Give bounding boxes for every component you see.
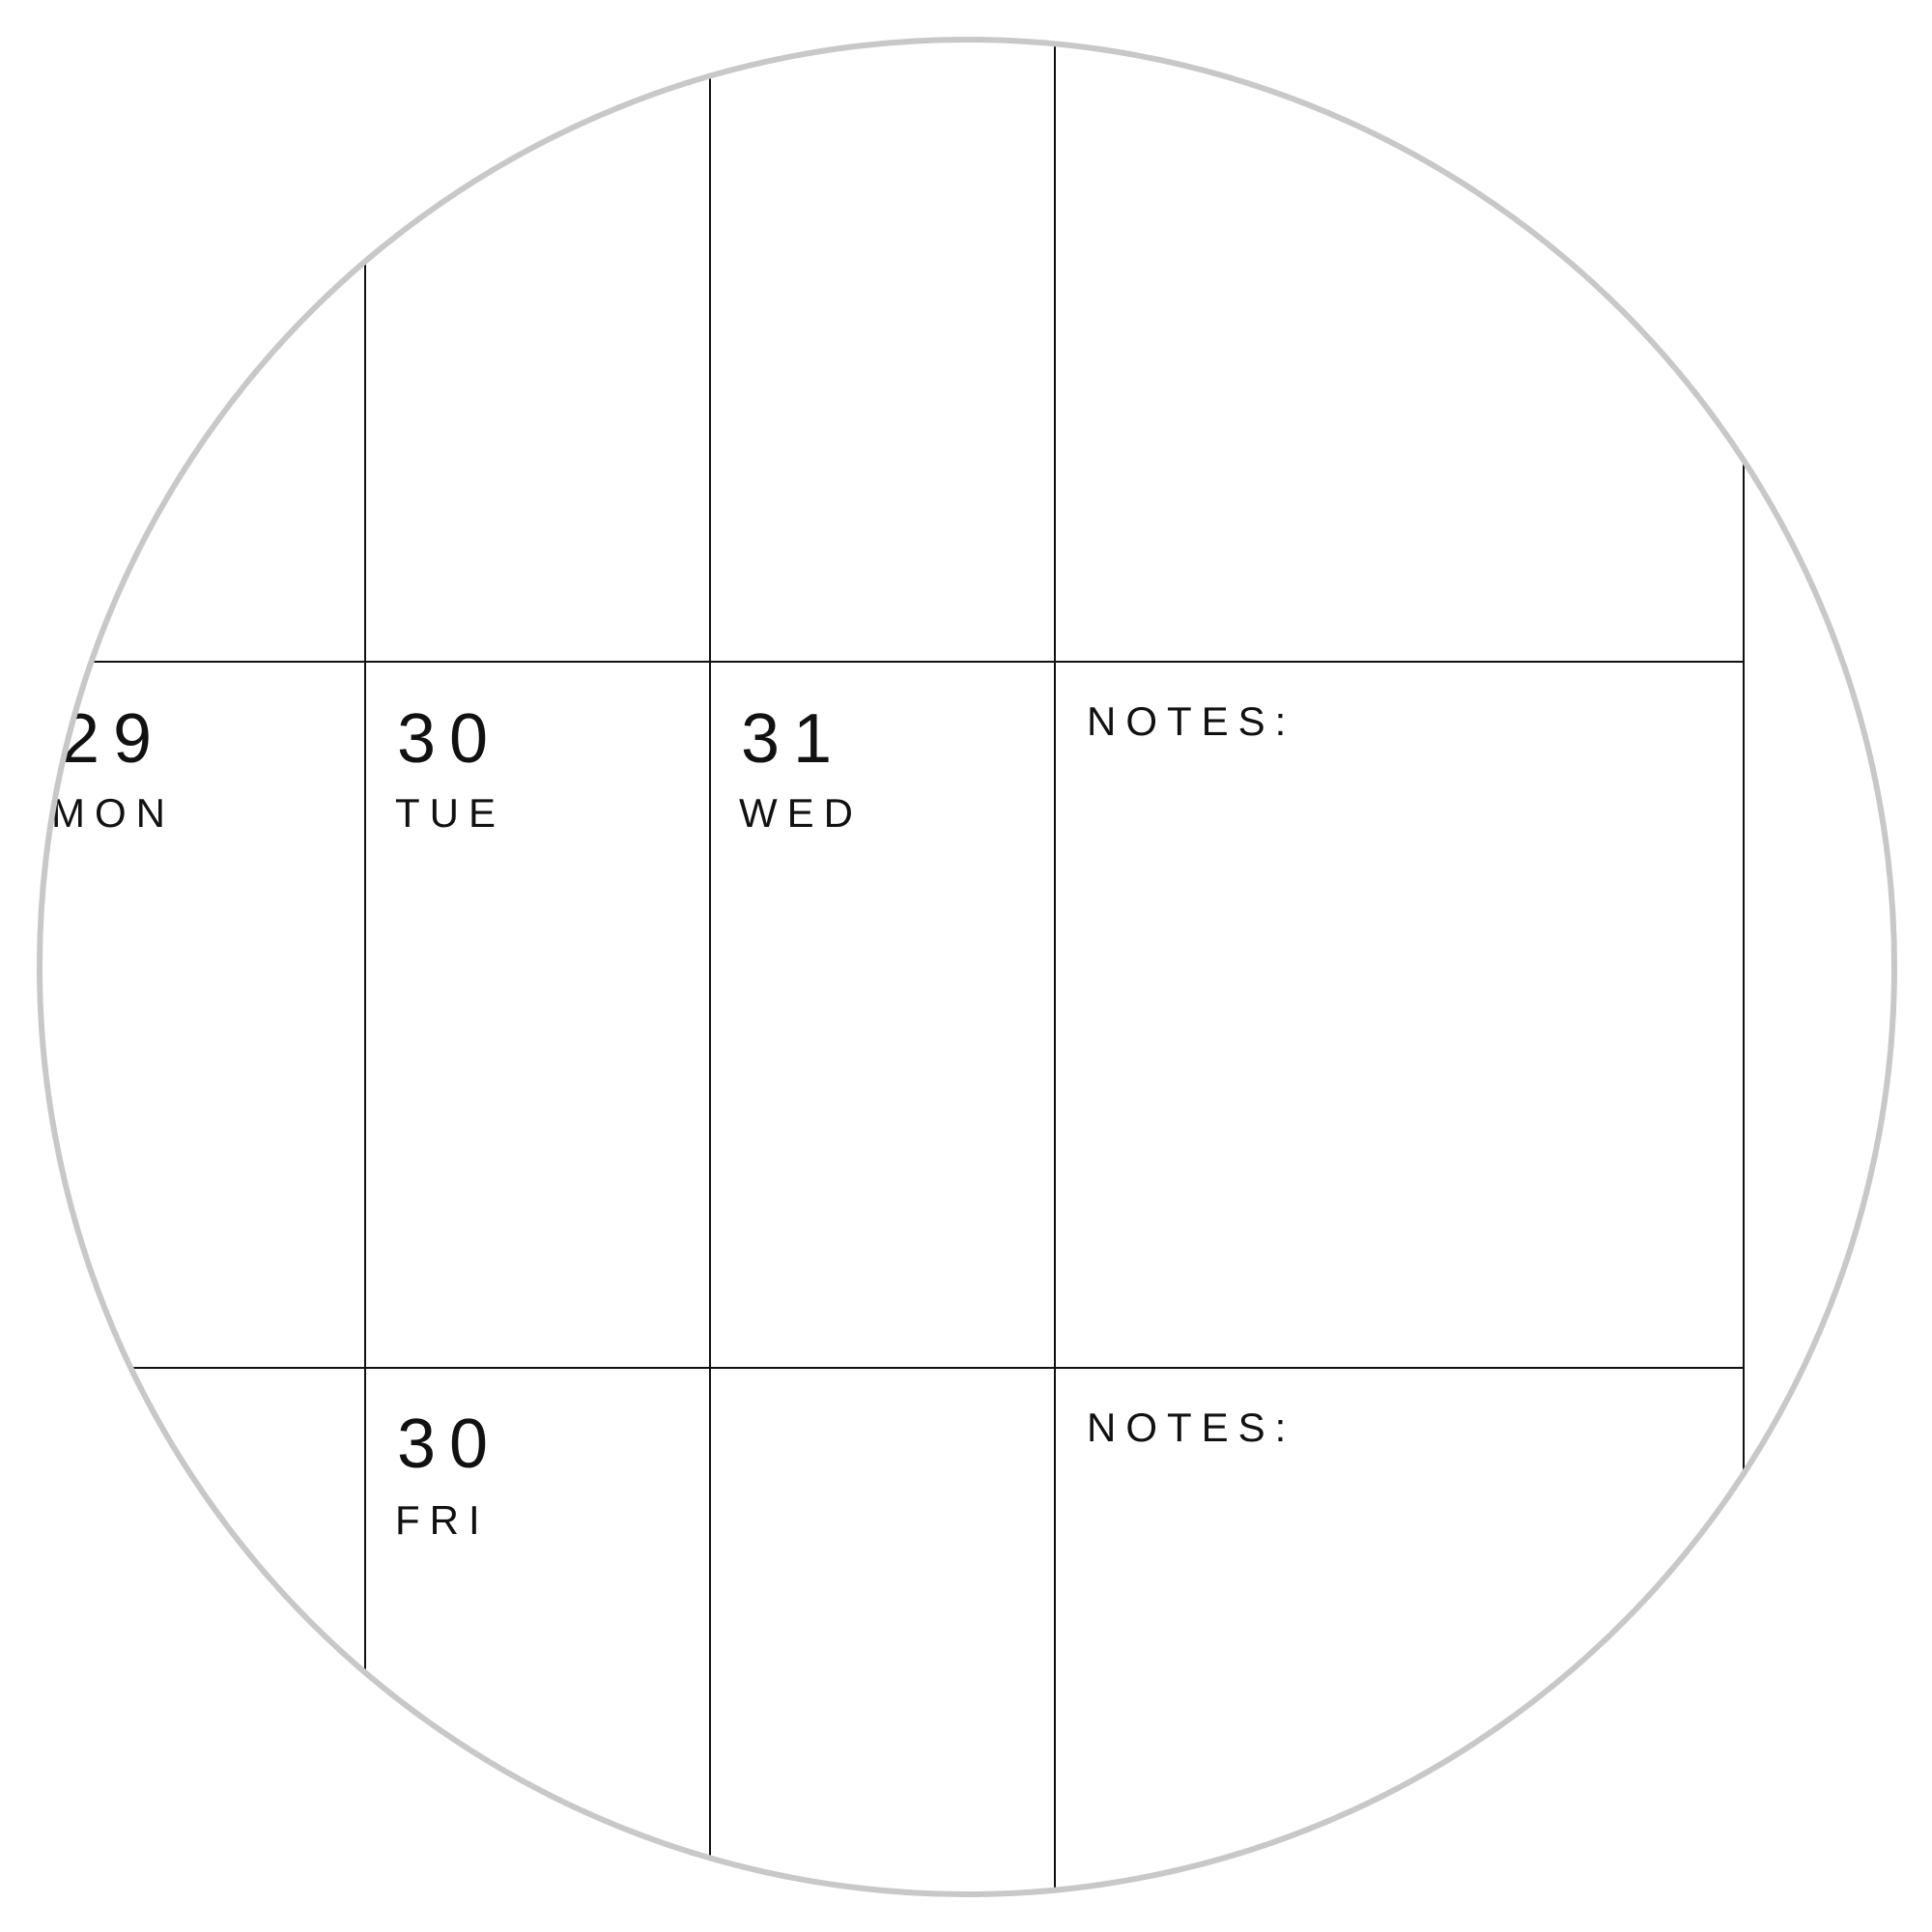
weekday-label-friday: FRI <box>395 1497 490 1543</box>
notes-label-row1: NOTES: <box>1087 698 1296 744</box>
weekday-label-wednesday: WED <box>739 790 863 836</box>
magnifier-lens: 29 MON 30 TUE 31 WED NOTES: 30 FRI NOTES… <box>40 40 1892 1892</box>
notes-label-row2: NOTES: <box>1087 1405 1296 1450</box>
day-number-wednesday: 31 <box>741 700 846 778</box>
grid-vline-3 <box>1054 40 1056 1892</box>
grid-vline-4 <box>1743 455 1745 1527</box>
grid-hline-2 <box>40 1367 1745 1369</box>
grid-vline-2 <box>709 40 711 1892</box>
weekday-label-monday: MON <box>51 790 175 836</box>
grid-vline-1 <box>364 40 366 1892</box>
weekday-label-tuesday: TUE <box>395 790 505 836</box>
day-number-monday: 29 <box>61 700 166 778</box>
day-number-friday: 30 <box>397 1406 502 1483</box>
day-number-tuesday: 30 <box>397 700 502 778</box>
grid-hline-1 <box>40 661 1745 663</box>
